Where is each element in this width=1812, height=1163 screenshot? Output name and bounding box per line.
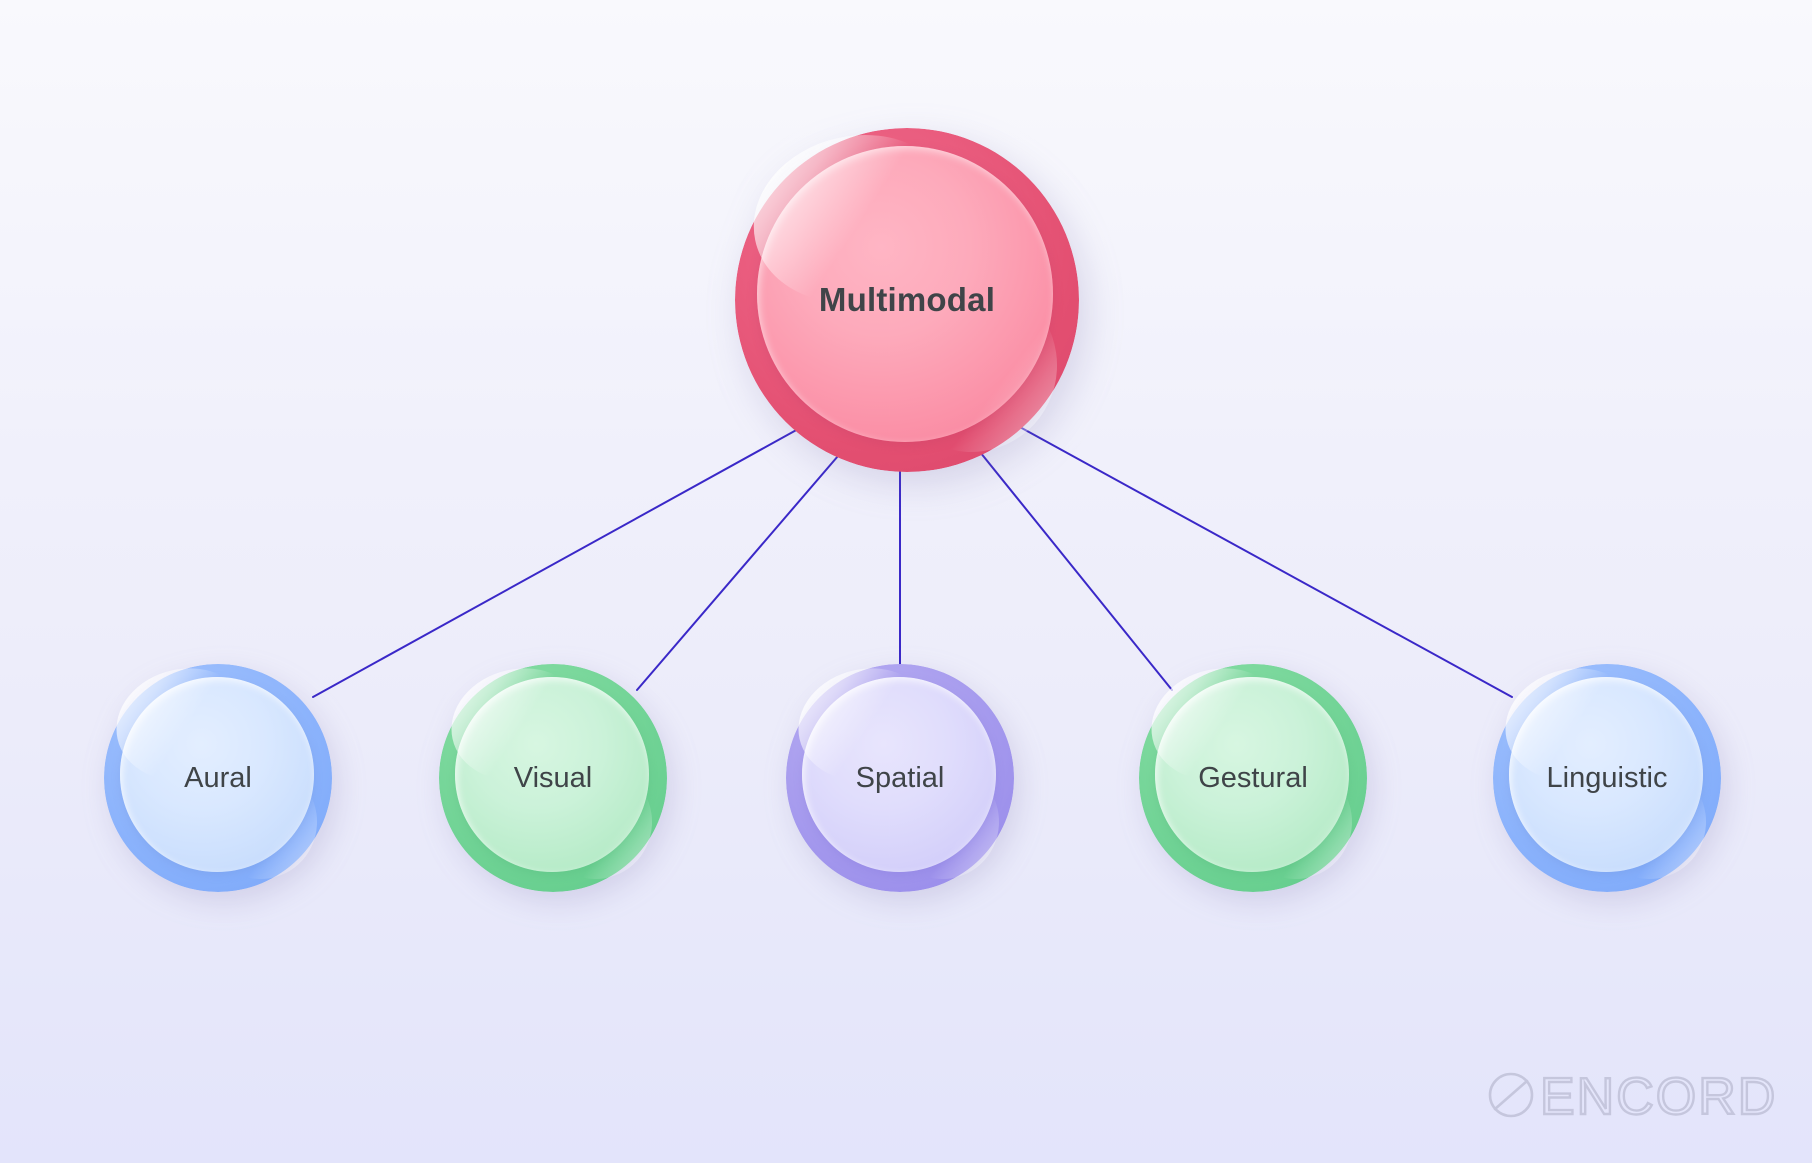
edge-multimodal-to-aural	[312, 427, 801, 698]
node-spatial[interactable]: Spatial	[786, 656, 1014, 892]
node-label-gestural: Gestural	[1198, 761, 1308, 794]
node-linguistic[interactable]: Linguistic	[1493, 656, 1721, 892]
node-label-linguistic: Linguistic	[1546, 761, 1668, 794]
node-gestural[interactable]: Gestural	[1139, 656, 1367, 892]
edge-multimodal-to-linguistic	[1017, 425, 1513, 698]
edge-multimodal-to-gestural	[979, 451, 1173, 691]
node-label-multimodal: Multimodal	[818, 281, 996, 318]
node-multimodal[interactable]: Multimodal	[735, 116, 1079, 472]
node-label-spatial: Spatial	[855, 761, 945, 794]
node-label-visual: Visual	[513, 761, 593, 794]
node-label-aural: Aural	[184, 761, 252, 794]
node-aural[interactable]: Aural	[104, 656, 332, 892]
encord-watermark-text: ENCORD	[1540, 1068, 1776, 1121]
encord-wordmark-icon: ENCORD	[1488, 1067, 1776, 1121]
encord-watermark-logo: ENCORD	[1486, 1057, 1776, 1121]
encord-e-circle-icon	[1488, 1072, 1534, 1118]
edge-multimodal-to-visual	[636, 455, 839, 691]
encord-e-slash-icon	[1493, 1079, 1529, 1111]
node-visual[interactable]: Visual	[439, 656, 667, 892]
